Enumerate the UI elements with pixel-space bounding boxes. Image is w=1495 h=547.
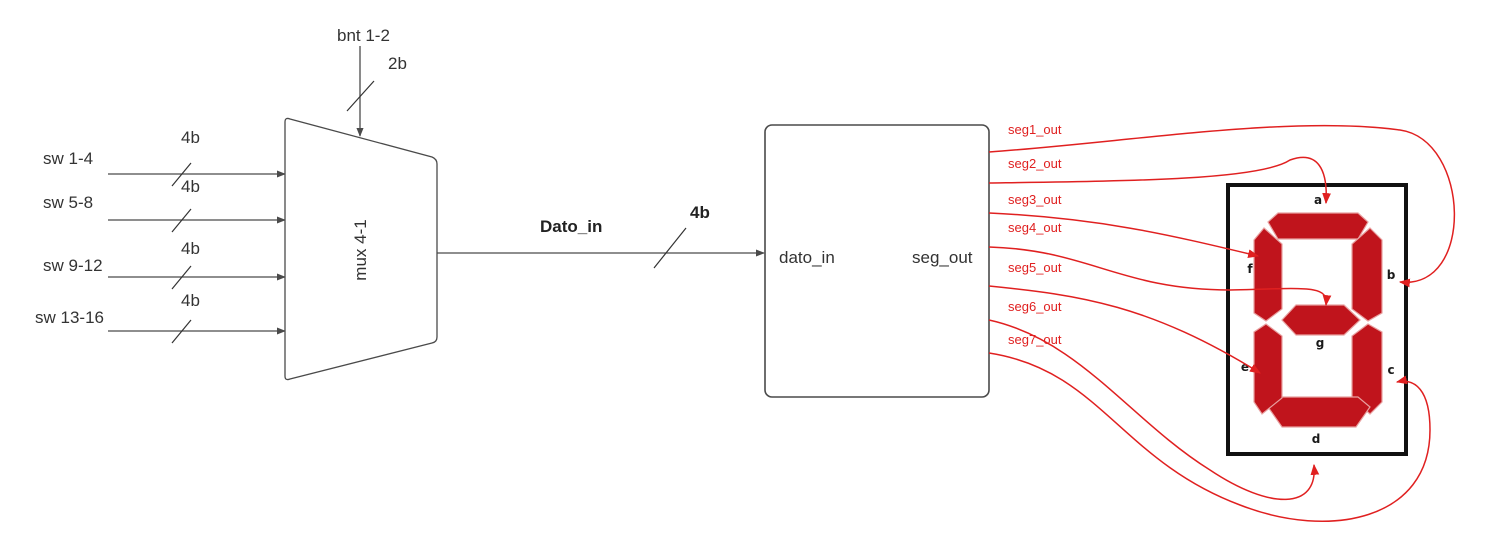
- segment-a: [1267, 212, 1369, 240]
- input-width-4: 4b: [181, 291, 200, 310]
- input-width-2: 4b: [181, 177, 200, 196]
- input-label-4: sw 13-16: [35, 308, 104, 327]
- mux-label: mux 4-1: [351, 219, 370, 280]
- segment-c: [1351, 323, 1383, 415]
- input-width-1: 4b: [181, 128, 200, 147]
- output-label-3: seg3_out: [1008, 192, 1062, 207]
- output-label-2: seg2_out: [1008, 156, 1062, 171]
- output-label-7: seg7_out: [1008, 332, 1062, 347]
- output-label-4: seg4_out: [1008, 220, 1062, 235]
- input-tick-4: [171, 319, 192, 344]
- segment-letter-a: a: [1314, 193, 1322, 207]
- decoder-input-port: dato_in: [779, 248, 835, 267]
- output-wire-4: [988, 246, 1332, 307]
- input-tick-3: [171, 265, 192, 290]
- input-width-3: 4b: [181, 239, 200, 258]
- segment-d: [1267, 396, 1371, 428]
- bus-label: Dato_in: [540, 217, 602, 236]
- segment-f: [1253, 227, 1283, 322]
- select-bus-tick: [346, 80, 375, 112]
- segment-letter-e: e: [1241, 360, 1249, 374]
- bus-width-label: 4b: [690, 203, 710, 222]
- select-label: bnt 1-2: [337, 26, 390, 45]
- segment-letter-c: c: [1387, 363, 1394, 377]
- mux-block: [284, 117, 438, 381]
- segment-e: [1253, 323, 1283, 415]
- input-tick-1: [171, 162, 192, 187]
- input-tick-2: [171, 208, 192, 233]
- input-label-3: sw 9-12: [43, 256, 103, 275]
- input-label-1: sw 1-4: [43, 149, 93, 168]
- segment-g: [1281, 304, 1361, 336]
- output-label-6: seg6_out: [1008, 299, 1062, 314]
- output-wire-3: [988, 212, 1260, 258]
- output-label-1: seg1_out: [1008, 122, 1062, 137]
- decoder-output-port: seg_out: [912, 248, 973, 267]
- output-wire-6: [988, 319, 1320, 501]
- output-wire-2: [988, 156, 1331, 205]
- input-label-2: sw 5-8: [43, 193, 93, 212]
- output-wire-1: [988, 124, 1456, 288]
- segment-b: [1351, 227, 1383, 322]
- output-wire-7: [988, 352, 1431, 522]
- segment-letter-g: g: [1316, 336, 1325, 350]
- segment-letter-d: d: [1312, 432, 1321, 446]
- decoder-block: [764, 124, 990, 398]
- segment-letter-b: b: [1387, 268, 1396, 282]
- output-wire-5: [988, 285, 1261, 374]
- select-width-label: 2b: [388, 54, 407, 73]
- bus-tick: [653, 227, 687, 269]
- output-label-5: seg5_out: [1008, 260, 1062, 275]
- segment-letter-f: f: [1247, 262, 1253, 276]
